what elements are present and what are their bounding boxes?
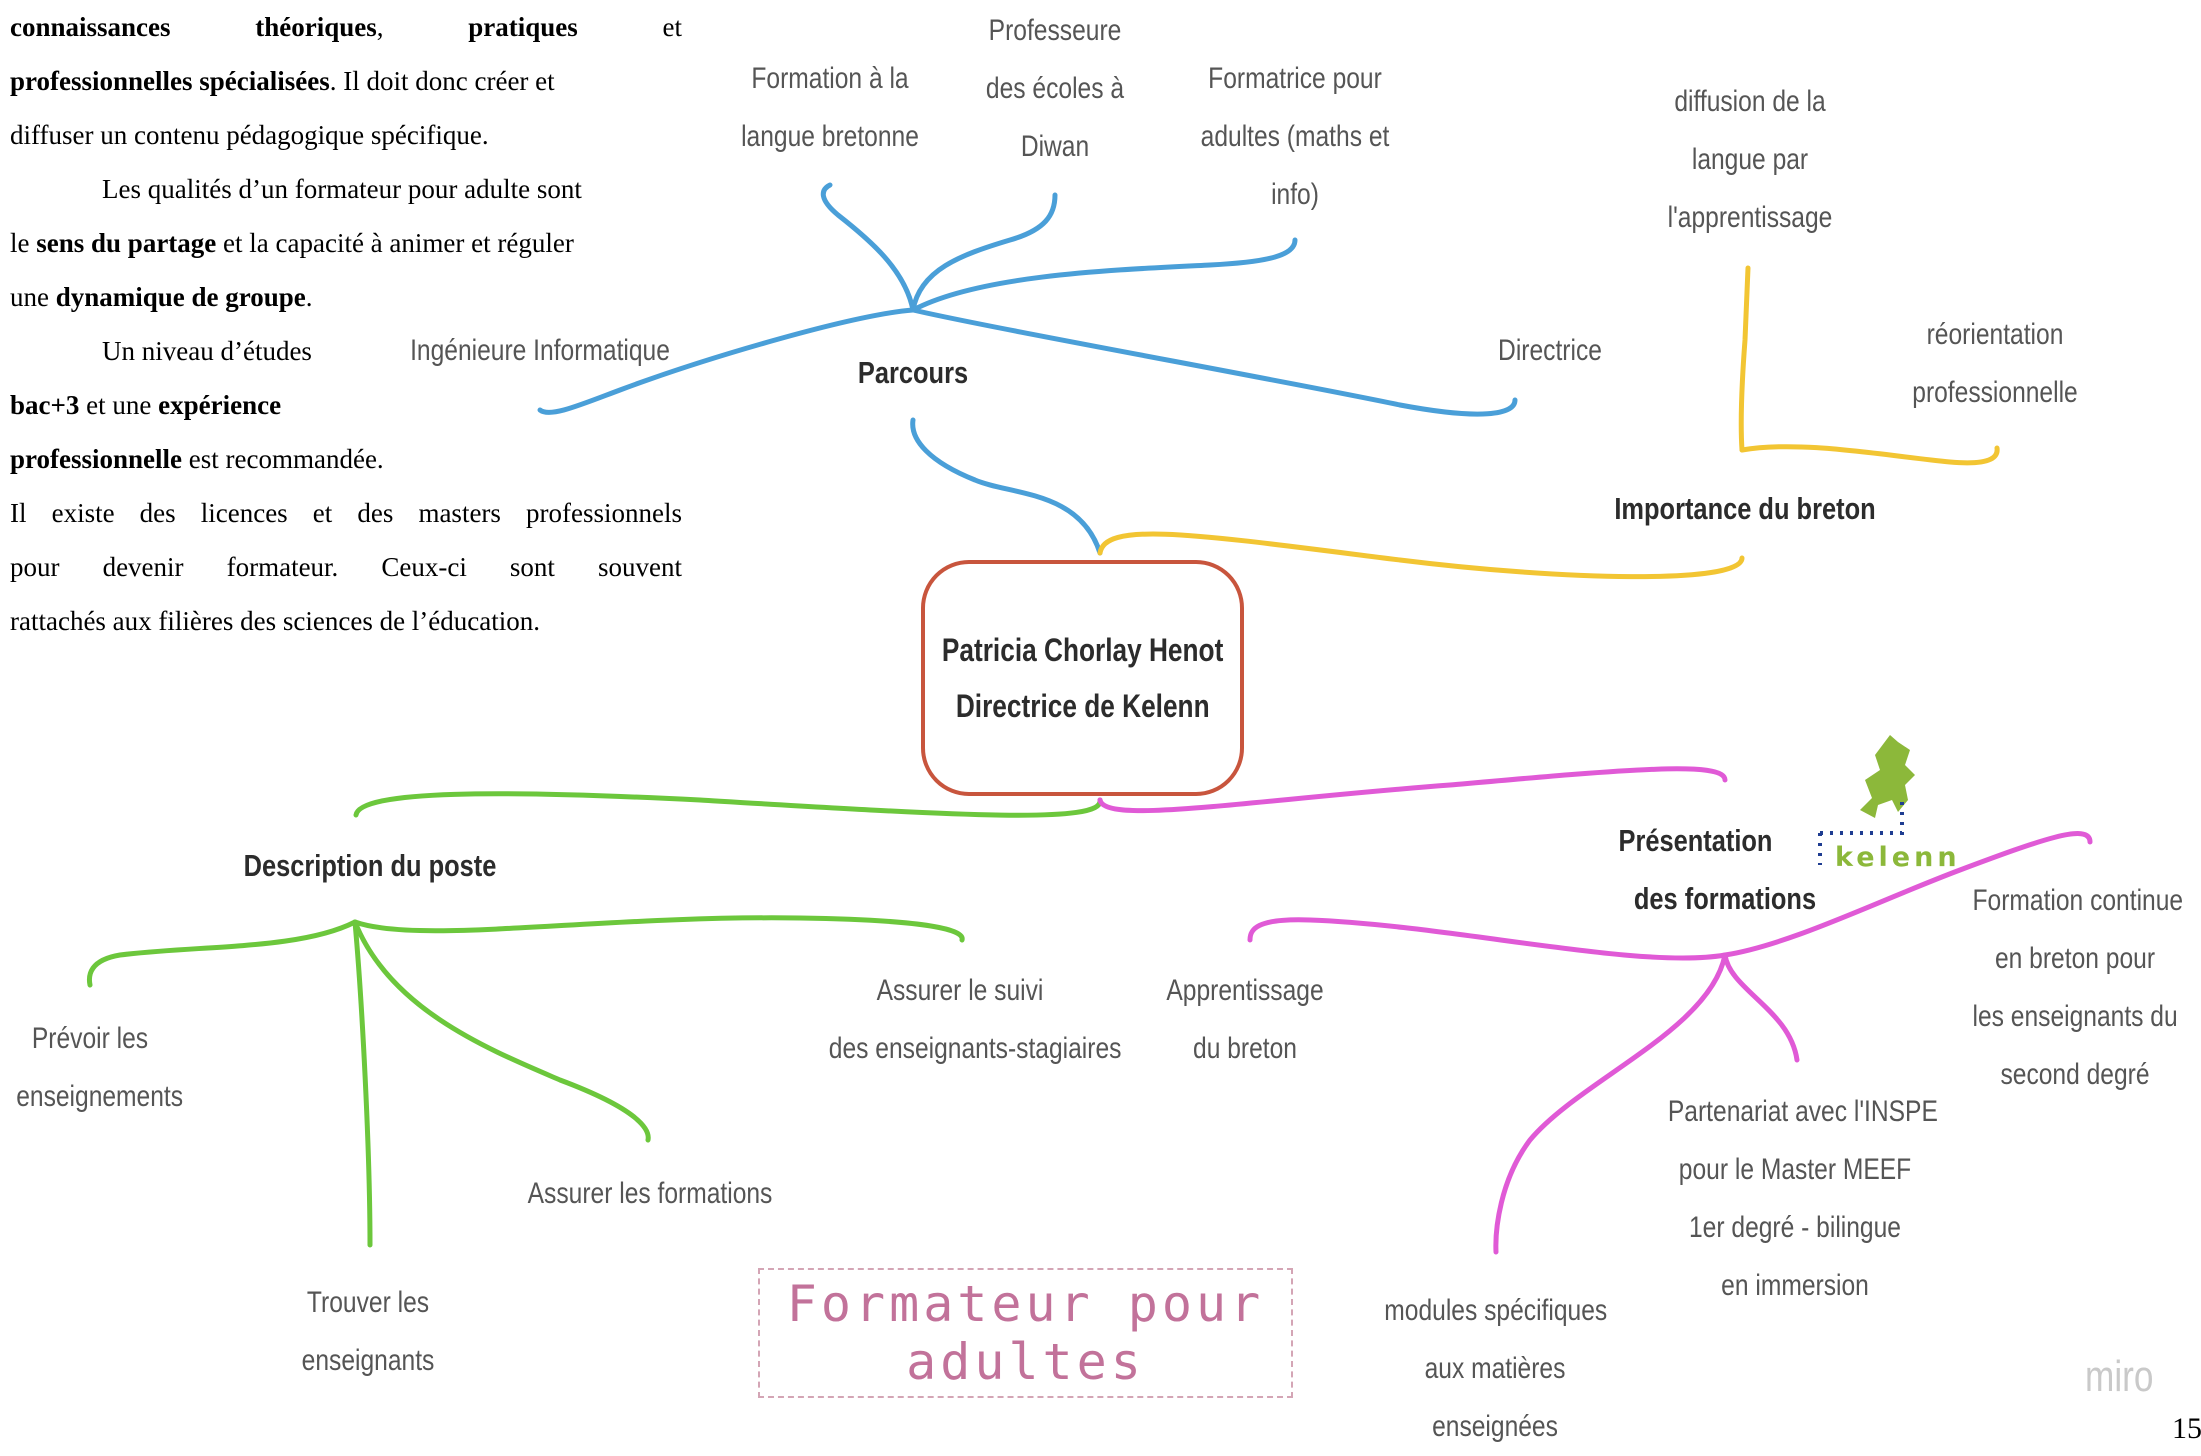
bold-term: connaissances xyxy=(10,12,171,42)
branch-description-prevoir xyxy=(86,919,358,988)
leaf-partenariat-inspe: Partenariat avec l'INSPE pour le Master … xyxy=(1667,1095,1938,1302)
leaf-modules-specifiques: modules spécifiques aux matières enseign… xyxy=(1384,1294,1608,1443)
leaf-formation-continue: Formation continue en breton pour les en… xyxy=(1972,884,2184,1091)
branch-description-formations xyxy=(352,919,651,1143)
intro-p2-line-1: Les qualités d’un formateur pour adulte … xyxy=(102,174,582,204)
intro-line-3: diffuser un contenu pédagogique spécifiq… xyxy=(10,120,489,150)
intro-p4-line-3: rattachés aux filières des sciences de l… xyxy=(10,606,541,636)
leaf-assurer-suivi: Assurer le suivi des enseignants-stagiai… xyxy=(828,974,1122,1065)
branch-label-importance: Importance du breton xyxy=(1614,491,1876,526)
intro-p2-line-2: le sens du partage et la capacité à anim… xyxy=(10,228,574,258)
title-line-1: Formateur pour xyxy=(786,1275,1265,1333)
intro-p4-line-2: pour devenir formateur. Ceux-ci sont sou… xyxy=(10,552,682,582)
branch-parcours-ingenieure xyxy=(537,307,916,415)
intro-p3-line-1: Un niveau d’études xyxy=(102,336,312,366)
leaf-reorientation: réorientation professionnelle xyxy=(1912,318,2078,409)
branch-parcours-formatrice xyxy=(910,237,1298,313)
branch-description-trouver xyxy=(352,919,373,1248)
center-node: Patricia Chorlay Henot Directrice de Kel… xyxy=(921,560,1244,796)
miro-watermark: miro xyxy=(2085,1352,2154,1401)
branch-presentation-modules xyxy=(1493,952,1728,1255)
branch-center-presentation xyxy=(1097,766,1728,814)
branch-center-importance xyxy=(1097,531,1745,580)
bold-term: pratiques xyxy=(468,12,578,42)
leaf-trouver-enseignants: Trouver les enseignants xyxy=(301,1286,435,1377)
branch-importance-reorientation xyxy=(1739,444,2000,466)
branch-center-description xyxy=(353,791,1103,818)
leaf-formatrice-adultes: Formatrice pour adultes (maths et info) xyxy=(1200,62,1390,211)
branch-parcours-professeure xyxy=(910,192,1058,313)
leaf-prevoir-enseignements: Prévoir les enseignements xyxy=(16,1022,184,1113)
leaf-directrice: Directrice xyxy=(1498,334,1602,367)
branch-presentation-partenariat xyxy=(1722,952,1800,1063)
title-box: Formateur pour adultes xyxy=(758,1268,1293,1398)
kelenn-logo-word: kelenn xyxy=(1835,842,1961,873)
branch-label-description: Description du poste xyxy=(243,848,497,883)
branch-label-presentation: Présentation des formations xyxy=(1618,823,1817,916)
intro-p3-line-3: professionnelle est recommandée. xyxy=(10,444,384,474)
branch-presentation-apprentissage xyxy=(1247,917,1728,961)
branch-label-parcours: Parcours xyxy=(857,355,969,390)
leaf-apprentissage-breton: Apprentissage du breton xyxy=(1166,974,1324,1065)
leaf-assurer-formations: Assurer les formations xyxy=(527,1177,773,1210)
intro-p2-line-3: une dynamique de groupe. xyxy=(10,282,313,312)
leaf-diffusion-langue: diffusion de la langue par l'apprentissa… xyxy=(1667,85,1833,234)
title-line-2: adultes xyxy=(906,1333,1145,1391)
bold-term: théoriques xyxy=(255,12,377,42)
leaf-formation-langue-bretonne: Formation à la langue bretonne xyxy=(741,62,919,153)
branch-presentation-formation-continue xyxy=(1722,831,2093,958)
leaf-professeure-diwan: Professeure des écoles à Diwan xyxy=(985,14,1125,163)
center-role: Directrice de Kelenn xyxy=(955,688,1210,724)
intro-line-2: professionnelles spécialisées. Il doit d… xyxy=(10,66,555,96)
intro-p4-line-1: Il existe des licences et des masters pr… xyxy=(10,498,682,528)
intro-line-1: connaissances théoriques, pratiques et xyxy=(10,12,683,42)
branch-center-parcours xyxy=(910,417,1103,556)
leaf-ingenieure-informatique: Ingénieure Informatique xyxy=(410,334,670,367)
branch-parcours-formation xyxy=(820,182,916,313)
page-number: 15 xyxy=(2172,1412,2201,1445)
intro-p3-line-2: bac+3 et une expérience xyxy=(10,390,282,420)
kelenn-logo-icon xyxy=(1818,735,1915,865)
branch-description-suivi xyxy=(352,915,965,943)
center-name: Patricia Chorlay Henot xyxy=(941,632,1224,668)
branch-parcours-directrice xyxy=(910,307,1518,417)
branch-importance-diffusion xyxy=(1738,265,1751,453)
